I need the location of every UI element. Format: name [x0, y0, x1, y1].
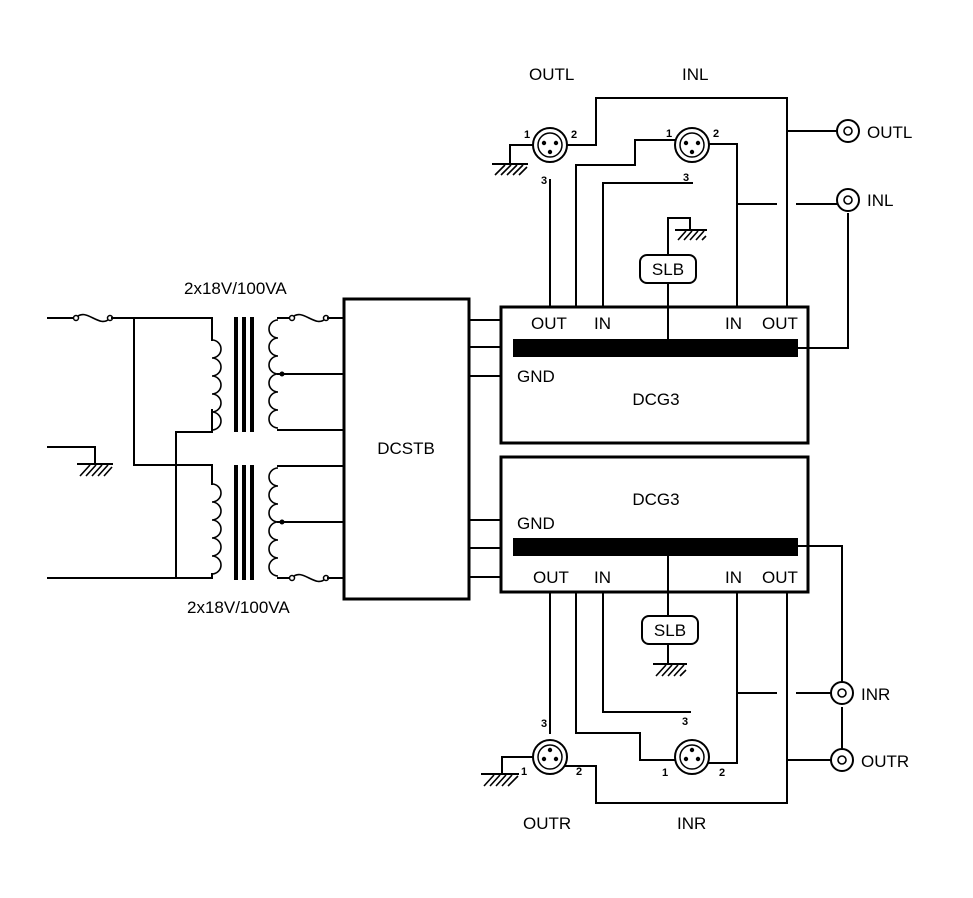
dcstb-block: DCSTB	[342, 297, 471, 601]
dcg3-lower-in-left: IN	[594, 568, 611, 587]
xlr-outl-pin1: 1	[524, 129, 530, 141]
xlr-inr-label: INR	[677, 814, 706, 833]
wiring-right-channel	[549, 545, 843, 804]
dcg3-upper-out-left: OUT	[531, 314, 567, 333]
xlr-outr-connector: 1 2 3 OUTR	[521, 718, 582, 833]
dcg3-upper-label: DCG3	[632, 390, 679, 409]
rca-outr-connector: OUTR	[830, 748, 909, 772]
xlr-inr-pin3: 3	[682, 716, 688, 728]
rca-inr-label: INR	[861, 685, 890, 704]
rca-inl-label: INL	[867, 191, 893, 210]
slb-lower-label: SLB	[654, 621, 686, 640]
xlr-inl-connector: 1 2 3 INL	[666, 65, 719, 184]
xlr-outl-pin3: 3	[541, 175, 547, 187]
xlr-outr-pin1: 1	[521, 766, 527, 778]
xlr-outr-pin2: 2	[576, 766, 582, 778]
mains-input	[47, 313, 213, 579]
slb-lower: SLB	[641, 615, 699, 645]
wiring-left-channel	[549, 97, 849, 349]
slb-upper-label: SLB	[652, 260, 684, 279]
xlr-inl-label: INL	[682, 65, 708, 84]
dcg3-lower-bus	[513, 538, 798, 556]
xlr-outl-pin2: 2	[571, 129, 577, 141]
dcg3-upper-gnd: GND	[517, 367, 555, 386]
xlr-inl-pin2: 2	[713, 128, 719, 140]
xlr-outl-ground-icon	[492, 144, 534, 176]
xlr-inl-pin3: 3	[683, 172, 689, 184]
xlr-outl-label: OUTL	[529, 65, 574, 84]
dcg3-upper-bus	[513, 339, 798, 357]
transformer-upper: 2x18V/100VA	[184, 279, 345, 433]
dcg3-lower-out-right: OUT	[762, 568, 798, 587]
rca-inr-connector: INR	[830, 681, 890, 705]
rca-outr-label: OUTR	[861, 752, 909, 771]
transformer-lower-label: 2x18V/100VA	[187, 598, 290, 617]
rca-inl-connector: INL	[836, 188, 893, 212]
xlr-inl-pin1: 1	[666, 128, 672, 140]
xlr-inr-connector: 1 2 3 INR	[662, 716, 725, 833]
dcg3-lower: DCG3 GND OUT IN IN OUT	[499, 455, 810, 594]
xlr-outr-pin3: 3	[541, 718, 547, 730]
dcg3-lower-label: DCG3	[632, 490, 679, 509]
transformer-lower: 2x18V/100VA	[187, 464, 345, 617]
xlr-outr-label: OUTR	[523, 814, 571, 833]
dcg3-lower-out-left: OUT	[533, 568, 569, 587]
xlr-outr-ground-icon	[481, 756, 534, 787]
transformer-upper-label: 2x18V/100VA	[184, 279, 287, 298]
dcg3-upper-out-right: OUT	[762, 314, 798, 333]
rca-outl-label: OUTL	[867, 123, 912, 142]
dcg3-lower-gnd: GND	[517, 514, 555, 533]
xlr-outl-connector: 1 2 3 OUTL	[524, 65, 577, 187]
dcg3-lower-in-right: IN	[725, 568, 742, 587]
dcg3-upper-in-right: IN	[725, 314, 742, 333]
dcg3-upper: OUT IN IN OUT GND DCG3	[499, 305, 810, 445]
dcg3-upper-in-left: IN	[594, 314, 611, 333]
xlr-inr-pin1: 1	[662, 767, 668, 779]
dcstb-label: DCSTB	[377, 439, 435, 458]
xlr-inr-pin2: 2	[719, 767, 725, 779]
supply-rails	[468, 319, 514, 578]
slb-upper: SLB	[639, 254, 697, 284]
rca-outl-connector: OUTL	[836, 119, 912, 143]
